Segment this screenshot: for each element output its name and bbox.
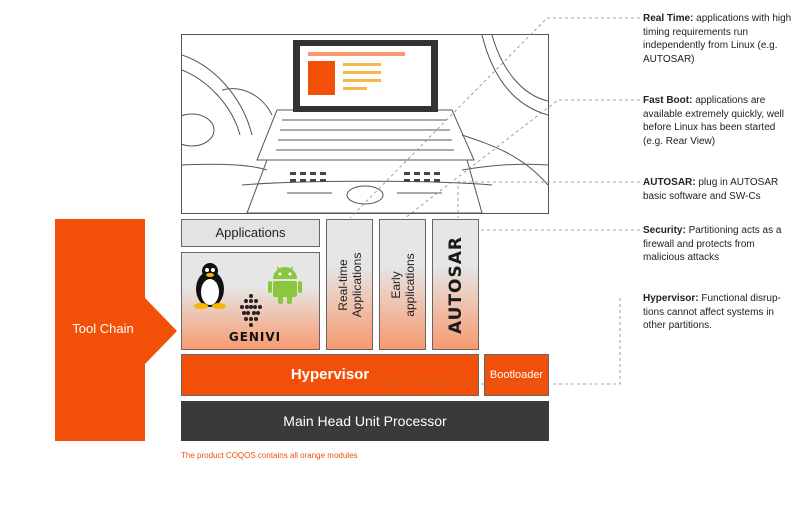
tool-chain-label: Tool Chain — [72, 321, 134, 336]
autosar-logo: AUTOSAR — [445, 235, 466, 334]
genivi-logo-icon — [240, 294, 262, 327]
genivi-logo: GENIVI — [228, 330, 282, 344]
bootloader-box: Bootloader — [484, 354, 549, 396]
hypervisor-box: Hypervisor — [181, 354, 479, 396]
applications-box: Applications — [181, 219, 320, 247]
linux-android-genivi-box: GENIVI — [181, 252, 320, 350]
desc-autosar: AUTOSAR: plug in AUTOSAR basic software … — [643, 177, 779, 202]
android-robot-icon — [268, 266, 302, 304]
main-processor-box: Main Head Unit Processor — [181, 401, 549, 441]
desc-real-time: Real Time: applications with high timing… — [643, 13, 792, 65]
desc-hypervisor: Hypervisor: Functional disrup-tions cann… — [643, 293, 781, 331]
desc-security: Security: Partitioning acts as a firewal… — [643, 225, 782, 263]
linux-penguin-icon — [194, 263, 226, 309]
tool-chain-arrow — [55, 219, 177, 441]
footnote: The product COQOS contains all orange mo… — [181, 451, 358, 460]
autosar-box: AUTOSAR — [432, 219, 479, 350]
desc-fast-boot: Fast Boot: applications are available ex… — [643, 95, 784, 147]
dashboard-illustration — [169, 34, 549, 214]
